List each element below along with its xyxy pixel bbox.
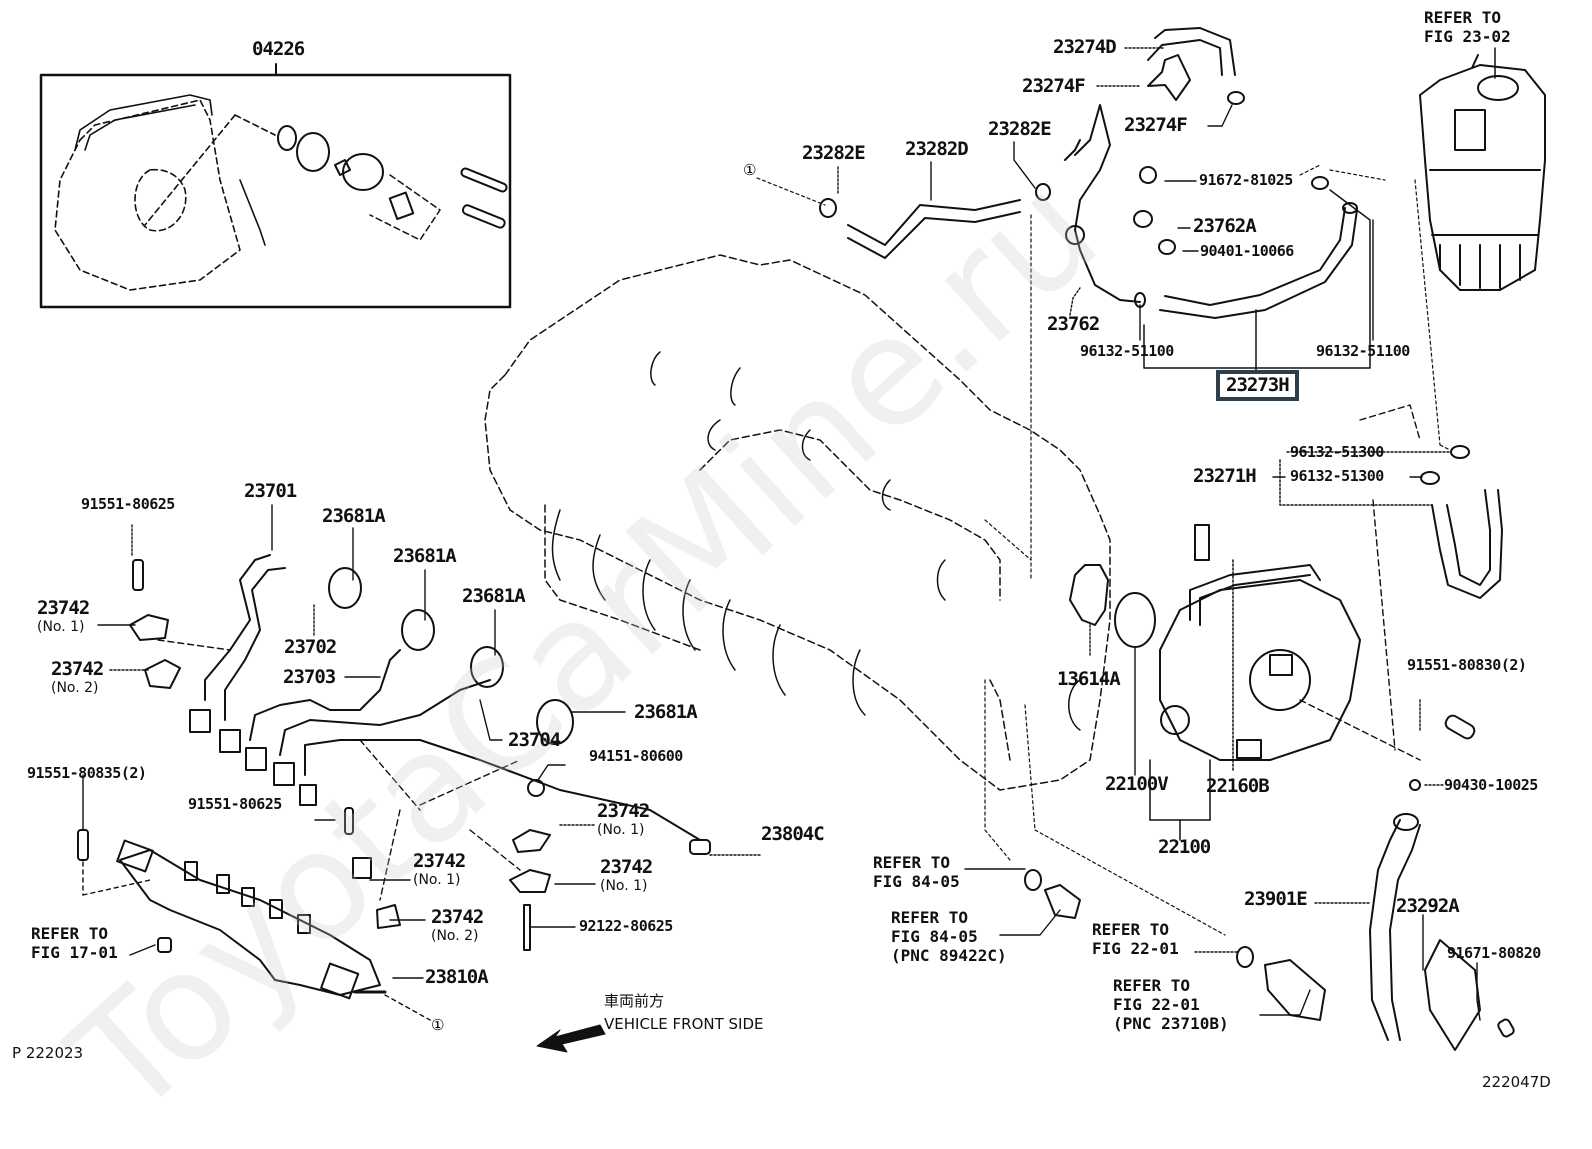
part-label-91671-80820[interactable]: 91671-80820 — [1447, 944, 1541, 962]
hose-23282D — [819, 183, 1051, 259]
part-label-23742[interactable]: 23742 — [413, 850, 466, 872]
part-label-91551-80625[interactable]: 91551-80625 — [81, 495, 175, 513]
injection-pipes — [189, 554, 711, 855]
part-sub-no2: (No. 2) — [51, 680, 99, 696]
part-sub-no1: (No. 1) — [597, 822, 645, 838]
part-label-96132-51100[interactable]: 96132-51100 — [1080, 342, 1174, 360]
part-label-23804C[interactable]: 23804C — [761, 823, 825, 845]
part-label-23681A[interactable]: 23681A — [634, 701, 698, 723]
refer-fig-22-01-pnc-23710b[interactable]: REFER TO FIG 22-01 (PNC 23710B) — [1113, 976, 1229, 1033]
fuel-filter — [1419, 47, 1546, 291]
part-label-91551-80625[interactable]: 91551-80625 — [188, 795, 282, 813]
sensors-bottom — [1024, 869, 1326, 1021]
part-label-04226[interactable]: 04226 — [252, 38, 305, 60]
part-label-96132-51300[interactable]: 96132-51300 — [1290, 467, 1384, 485]
part-sub-no1: (No. 1) — [413, 872, 461, 888]
part-label-96132-51100[interactable]: 96132-51100 — [1316, 342, 1410, 360]
part-label-23274F[interactable]: 23274F — [1124, 114, 1188, 136]
hose-23271H — [1279, 404, 1503, 751]
part-sub-no1: (No. 1) — [600, 878, 648, 894]
part-label-23282D[interactable]: 23282D — [905, 138, 969, 160]
part-label-23762[interactable]: 23762 — [1047, 313, 1100, 335]
part-label-23810A[interactable]: 23810A — [425, 966, 489, 988]
engine-block-outline — [484, 254, 1111, 791]
part-label-22100V[interactable]: 22100V — [1105, 773, 1169, 795]
part-label-90430-10025[interactable]: 90430-10025 — [1444, 776, 1538, 794]
part-label-23701[interactable]: 23701 — [244, 480, 297, 502]
part-label-23702[interactable]: 23702 — [284, 636, 337, 658]
refer-fig-23-02[interactable]: REFER TO FIG 23-02 — [1424, 8, 1511, 46]
vehicle-front-arrow — [536, 1024, 606, 1053]
common-rail-23810A — [116, 839, 431, 1021]
vehicle-front-jp: 車両前方 — [604, 992, 665, 1010]
part-label-94151-80600[interactable]: 94151-80600 — [589, 747, 683, 765]
clamps-and-bolts — [77, 559, 551, 951]
refer-fig-17-01[interactable]: REFER TO FIG 17-01 — [31, 924, 118, 962]
part-label-13614A[interactable]: 13614A — [1057, 668, 1121, 690]
part-label-91672-81025[interactable]: 91672-81025 — [1199, 171, 1293, 189]
part-label-23271H[interactable]: 23271H — [1193, 465, 1257, 487]
part-label-23274D[interactable]: 23274D — [1053, 36, 1117, 58]
part-label-23703[interactable]: 23703 — [283, 666, 336, 688]
refer-fig-22-01[interactable]: REFER TO FIG 22-01 — [1092, 920, 1179, 958]
refer-fig-84-05[interactable]: REFER TO FIG 84-05 — [873, 853, 960, 891]
pipe-23762 — [1064, 27, 1245, 308]
engine-block-detail — [551, 351, 1081, 731]
leader-dashed-lines — [756, 164, 1451, 936]
label-leader-lines — [82, 47, 1481, 1021]
part-label-23762A[interactable]: 23762A — [1193, 215, 1257, 237]
pipe-23901E — [1369, 813, 1515, 1051]
part-label-23273H-highlighted[interactable]: 23273H — [1216, 370, 1299, 401]
part-label-23742[interactable]: 23742 — [37, 597, 90, 619]
part-label-23742[interactable]: 23742 — [600, 856, 653, 878]
part-label-23282E[interactable]: 23282E — [802, 142, 866, 164]
figure-id: 222047D — [1482, 1073, 1551, 1091]
part-label-91551-80835[interactable]: 91551-80835(2) — [27, 764, 147, 782]
circle-ref-1: ① — [743, 161, 757, 179]
part-label-23742[interactable]: 23742 — [51, 658, 104, 680]
part-label-96132-51300[interactable]: 96132-51300 — [1290, 443, 1384, 461]
part-label-23681A[interactable]: 23681A — [462, 585, 526, 607]
part-label-23274F[interactable]: 23274F — [1022, 75, 1086, 97]
hose-23273H — [1143, 176, 1371, 381]
part-label-22100[interactable]: 22100 — [1158, 836, 1211, 858]
kit-04226-box — [39, 63, 512, 309]
part-label-22160B[interactable]: 22160B — [1206, 775, 1270, 797]
supply-pump-22100 — [1069, 524, 1476, 841]
page-ref: P 222023 — [12, 1044, 84, 1062]
part-sub-no1: (No. 1) — [37, 619, 85, 635]
part-label-23742[interactable]: 23742 — [597, 800, 650, 822]
refer-fig-84-05-pnc-89422c[interactable]: REFER TO FIG 84-05 (PNC 89422C) — [891, 908, 1007, 965]
part-label-23681A[interactable]: 23681A — [393, 545, 457, 567]
part-label-23901E[interactable]: 23901E — [1244, 888, 1308, 910]
part-label-23292A[interactable]: 23292A — [1396, 895, 1460, 917]
part-label-23704[interactable]: 23704 — [508, 729, 561, 751]
part-sub-no2: (No. 2) — [431, 928, 479, 944]
vehicle-front-en: VEHICLE FRONT SIDE — [604, 1015, 764, 1033]
part-label-90401-10066[interactable]: 90401-10066 — [1200, 242, 1294, 260]
part-label-23742[interactable]: 23742 — [431, 906, 484, 928]
parts-diagram-drawing — [39, 27, 1546, 1053]
part-label-92122-80625[interactable]: 92122-80625 — [579, 917, 673, 935]
part-label-23681A[interactable]: 23681A — [322, 505, 386, 527]
circle-ref-1: ① — [431, 1016, 445, 1034]
part-label-23282E[interactable]: 23282E — [988, 118, 1052, 140]
part-label-91551-80830[interactable]: 91551-80830(2) — [1407, 656, 1527, 674]
